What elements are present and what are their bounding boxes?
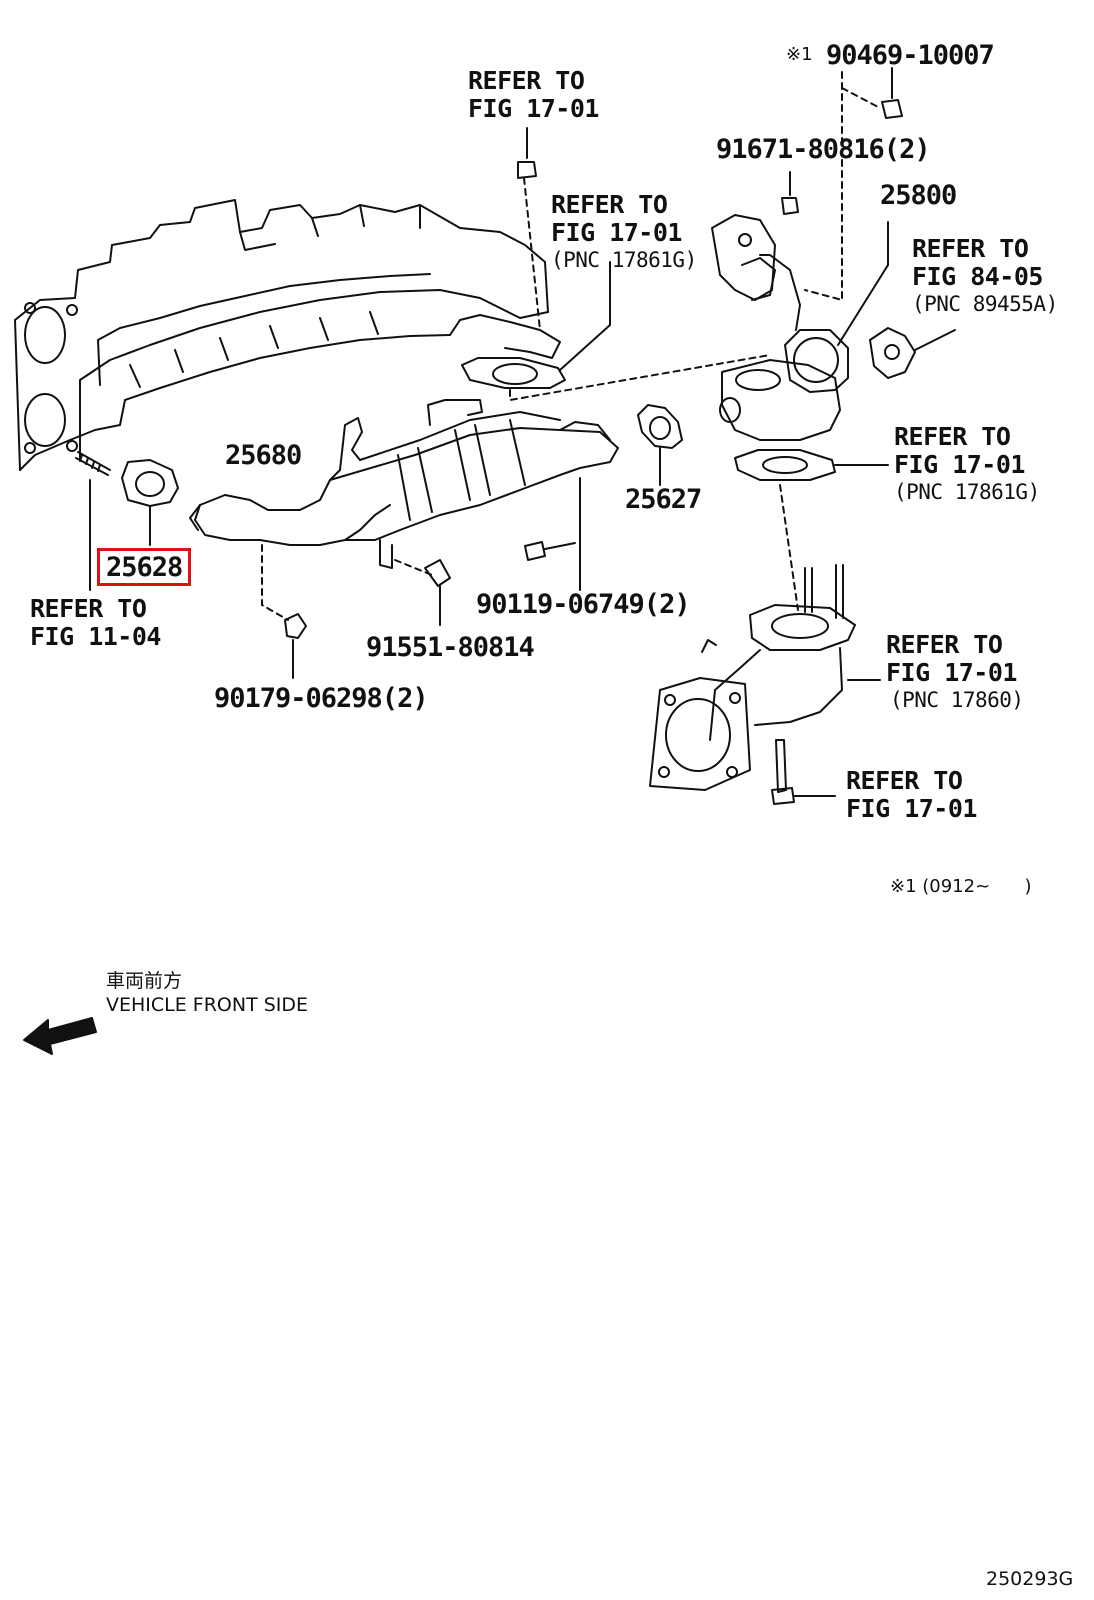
part-label-90179-06298[interactable]: 90179-06298(2) [214, 683, 429, 714]
clip-dashed-drawing [804, 67, 903, 301]
egr-cooler-drawing [189, 399, 619, 569]
ref-4-line-2[interactable]: FIG 17-01 [894, 450, 1025, 479]
bolt-91551-drawing [394, 559, 451, 626]
ref-7-line-1: REFER TO [846, 766, 963, 795]
intake-manifold-drawing [14, 199, 561, 471]
egr-valve-drawing [711, 171, 889, 441]
gasket-25627-drawing [637, 404, 683, 486]
vehicle-front-label-en: VEHICLE FRONT SIDE [106, 994, 309, 1016]
ref-6-line-3: (PNC 17860) [890, 688, 1024, 712]
part-label-90469-10007[interactable]: 90469-10007 [826, 40, 995, 71]
ref-1-line-2[interactable]: FIG 17-01 [468, 94, 599, 123]
ref-7-line-2[interactable]: FIG 17-01 [846, 794, 977, 823]
ref-3-line-2[interactable]: FIG 84-05 [912, 262, 1043, 291]
ref-2-line-3: (PNC 17861G) [551, 248, 697, 272]
part-label-90119-06749[interactable]: 90119-06749(2) [476, 589, 691, 620]
ref-6-line-2[interactable]: FIG 17-01 [886, 658, 1017, 687]
sensor-drawing [869, 327, 956, 379]
ref-5-line-1: REFER TO [30, 594, 147, 623]
exhaust-elbow-drawing [649, 564, 881, 805]
stud-bolt-drawing [75, 451, 111, 591]
part-label-25800[interactable]: 25800 [880, 180, 957, 211]
ref-4-line-3: (PNC 17861G) [894, 480, 1040, 504]
nut-90179-drawing [284, 613, 307, 679]
ref-4-line-1: REFER TO [894, 422, 1011, 451]
lower-dashed-drawing [261, 354, 799, 621]
part-label-25627[interactable]: 25627 [625, 484, 702, 515]
note-mark-1: ※1 [786, 44, 813, 65]
part-label-91671-80816[interactable]: 91671-80816(2) [716, 134, 931, 165]
ref-3-line-3: (PNC 89455A) [912, 292, 1058, 316]
vehicle-front-arrow-icon [23, 1017, 97, 1055]
ref-1-line-1: REFER TO [468, 66, 585, 95]
figure-code: 250293G [986, 1568, 1074, 1590]
ref-6-line-1: REFER TO [886, 630, 1003, 659]
gasket-25628-drawing [121, 459, 179, 546]
part-label-25680[interactable]: 25680 [225, 440, 302, 471]
vehicle-front-label-jp: 車両前方 [106, 970, 183, 992]
part-label-25628-highlighted[interactable]: 25628 [97, 548, 192, 586]
ref-3-line-1: REFER TO [912, 234, 1029, 263]
ref-5-line-2[interactable]: FIG 11-04 [30, 622, 161, 651]
part-label-91551-80814[interactable]: 91551-80814 [366, 632, 535, 663]
footnote-date-range: ※1 (0912~ ) [890, 876, 1032, 897]
top-bolt-drawing [517, 127, 541, 331]
upper-gasket-drawing [461, 261, 611, 389]
ref-2-line-2[interactable]: FIG 17-01 [551, 218, 682, 247]
valve-gasket-drawing [734, 449, 889, 481]
bolt-90119-drawing [524, 477, 581, 591]
ref-2-line-1: REFER TO [551, 190, 668, 219]
